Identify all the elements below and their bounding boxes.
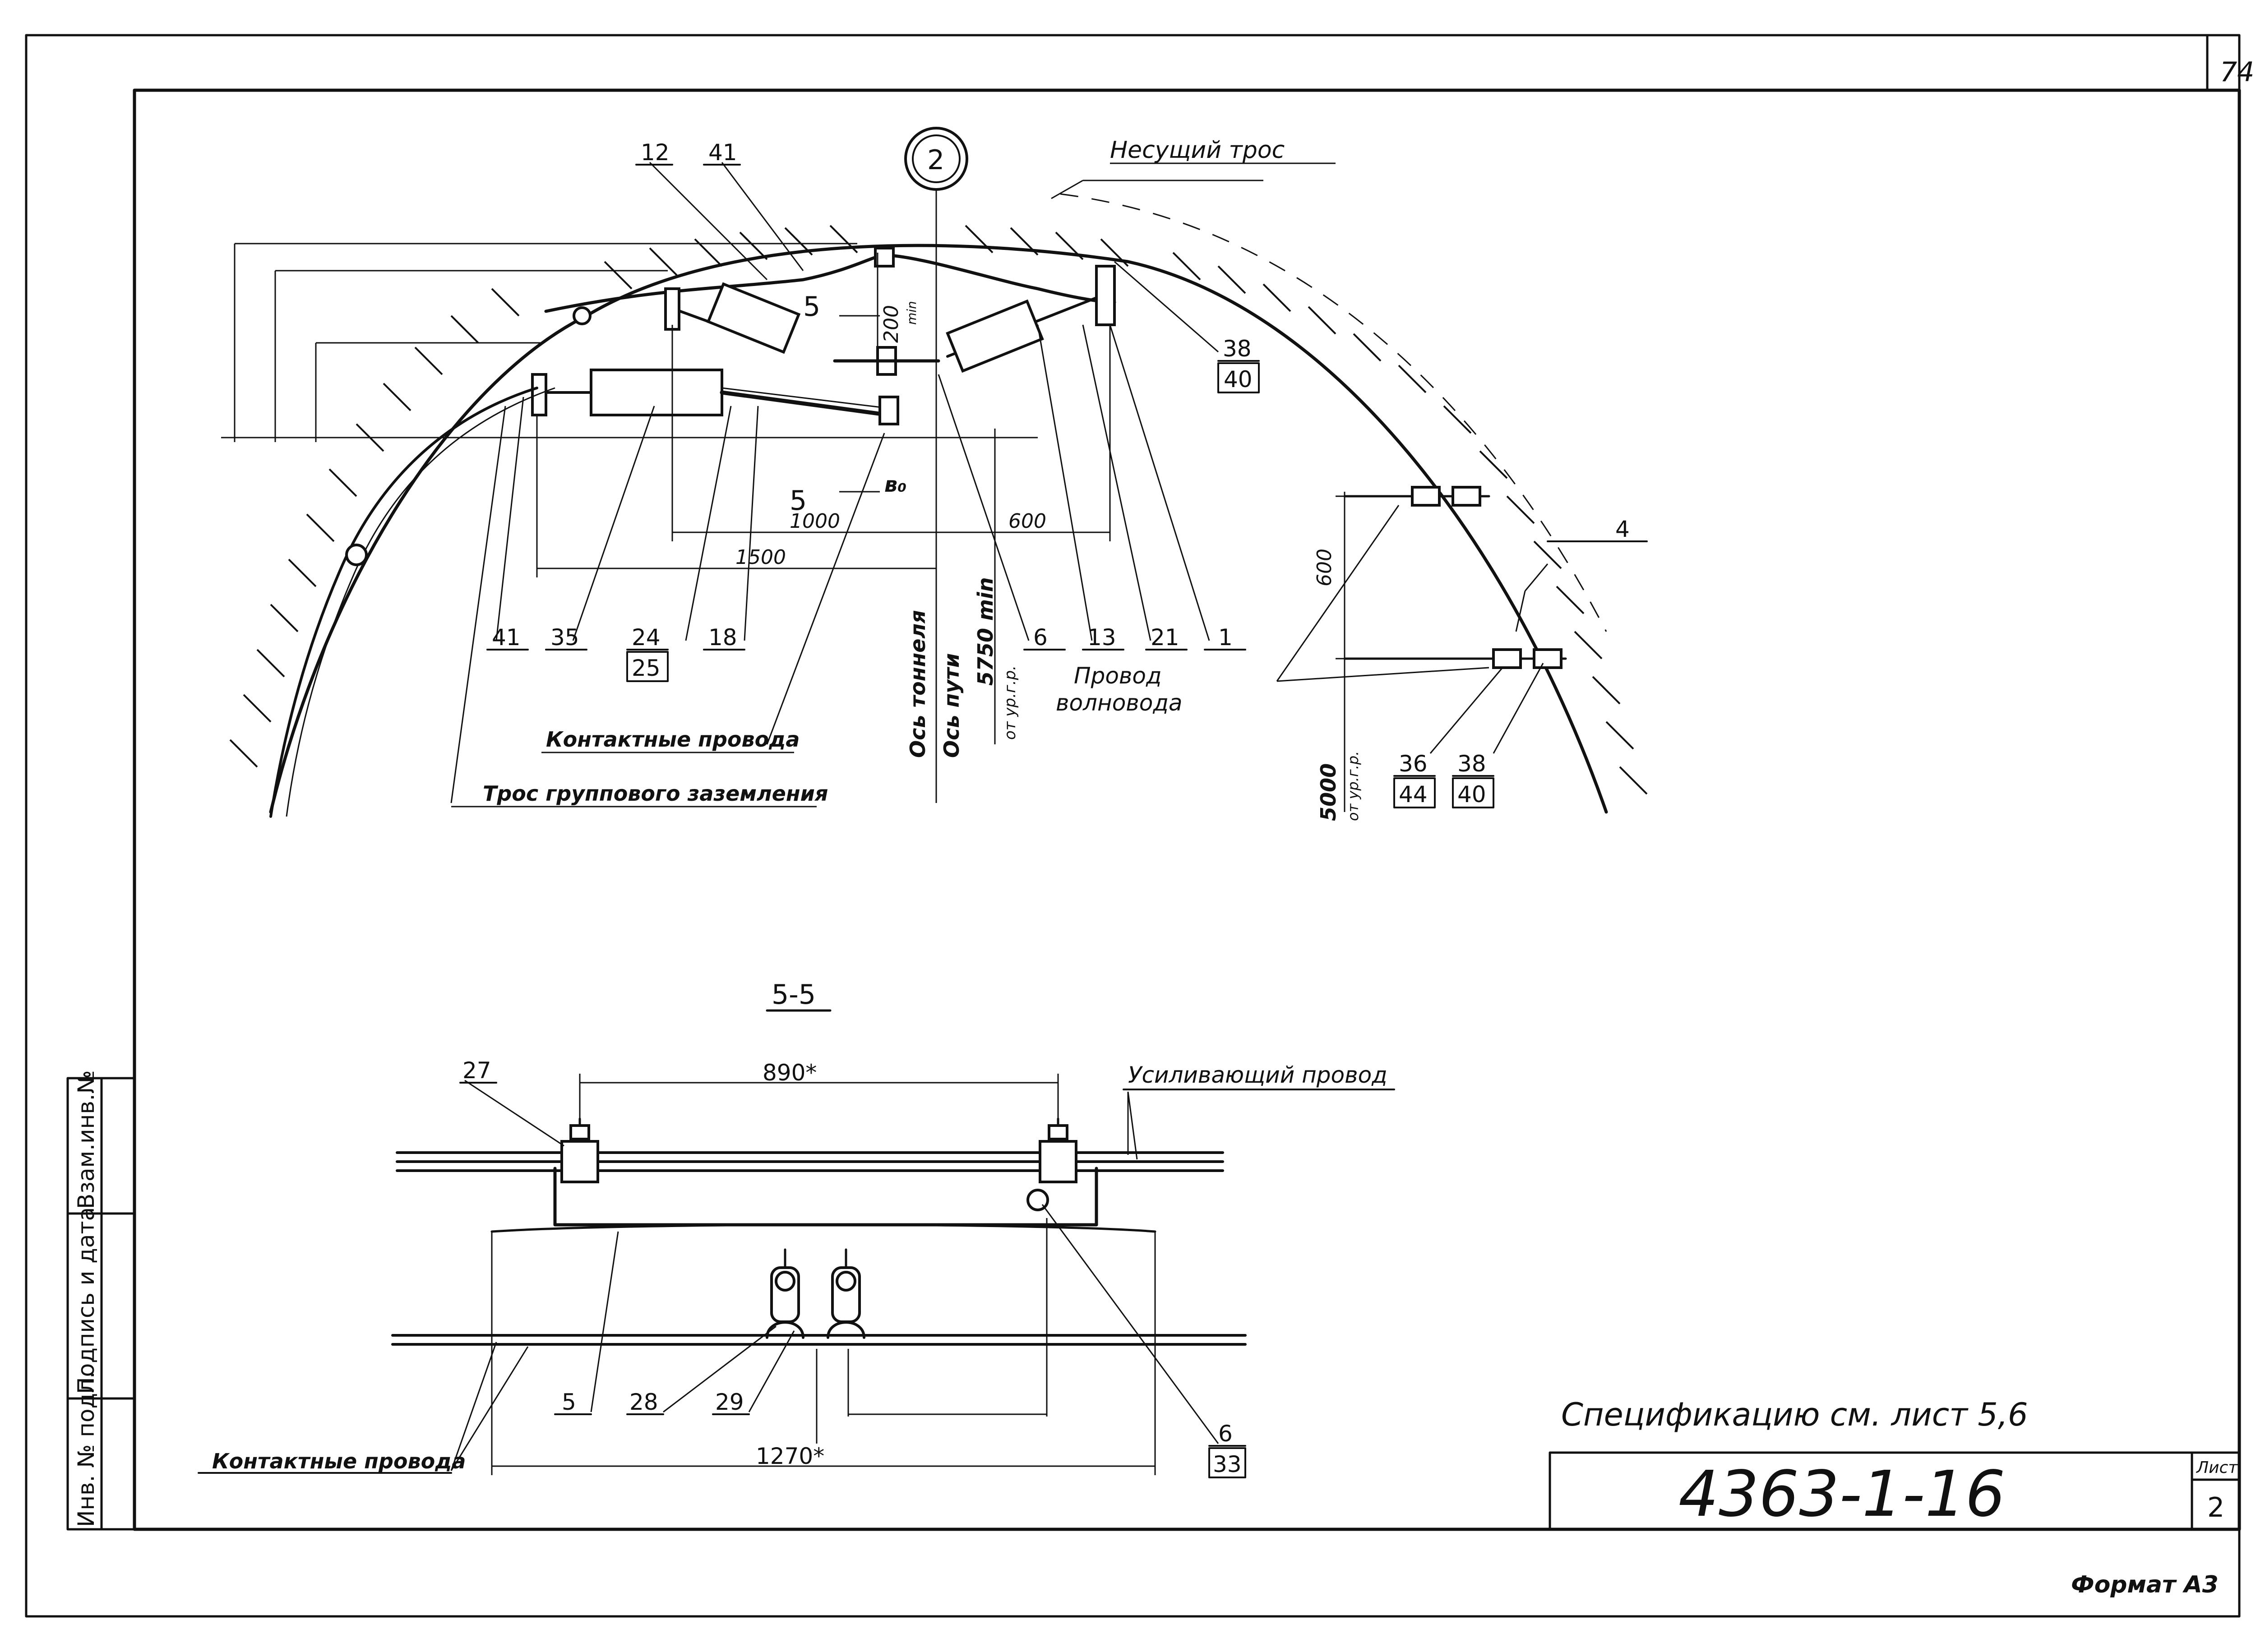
callout-boxes: [626, 362, 1494, 808]
position-40: 40: [1224, 366, 1253, 392]
position-13: 13: [1087, 624, 1116, 651]
height-5000-label: 5000: [1316, 763, 1341, 821]
insulator-upper-right: [946, 296, 1098, 373]
height-5750-sub: от ур.г.р.: [1001, 665, 1019, 740]
reinforcing-clamp-left: [560, 1117, 599, 1183]
position-35: 35: [550, 624, 579, 651]
position-12: 12: [641, 139, 670, 166]
sheet-label: Лист: [2196, 1458, 2238, 1477]
position-33: 33: [1213, 1451, 1242, 1477]
ground-cable: [269, 387, 538, 818]
dim-b0: в₀: [884, 472, 906, 497]
contact-wires-section-label: Контактные провода: [212, 1449, 466, 1473]
format-label: Формат А3: [2071, 1571, 2219, 1598]
section-dimensions: [491, 1074, 1156, 1475]
insulator-lower: [540, 369, 891, 417]
dim-600-vertical: 600: [1313, 549, 1336, 586]
position-40-right: 40: [1457, 781, 1486, 808]
sheet-number: 2: [2207, 1492, 2224, 1523]
position-24: 24: [632, 624, 661, 651]
tunnel-vault-hatch: [229, 225, 1648, 795]
title-block: 4363-1-16 Лист 2 Спецификацию см. лист 5…: [1549, 1396, 2241, 1598]
specification-note: Спецификацию см. лист 5,6: [1561, 1396, 2028, 1433]
carrier-cable: [544, 253, 1116, 313]
position-21: 21: [1151, 624, 1179, 651]
dim-200-sub: min: [904, 301, 919, 325]
dim-1500: 1500: [735, 546, 786, 569]
section-title: 5-5: [772, 979, 816, 1011]
tunnel-outer-dash: [1060, 193, 1607, 632]
reinforcing-wire-label: Усиливающий провод: [1128, 1062, 1387, 1088]
sign-date-label: Подпись и дата: [73, 1207, 99, 1394]
section-leaders: [450, 1080, 1219, 1471]
document-code: 4363-1-16: [1678, 1458, 2006, 1531]
tunnel-axis-label: Ось тоннеля: [906, 610, 930, 758]
ground-clamp: [345, 544, 368, 566]
sheet-frame: 74: [25, 34, 2254, 1618]
section-mark-lower: 5: [790, 485, 807, 517]
dim-890: 890*: [763, 1060, 817, 1086]
height-5750-label: 5750 min: [973, 577, 998, 686]
dimension-lines: [536, 253, 1111, 577]
inv-no-label: Инв. № подл.: [73, 1371, 99, 1527]
position-36: 36: [1399, 751, 1428, 777]
section-5-5-view: 5-5: [198, 979, 1395, 1478]
reinforcing-clamp-right: [1026, 1117, 1077, 1211]
ground-cable-label: Трос группового заземления: [483, 781, 828, 806]
track-axis-label: Ось пути: [939, 653, 964, 758]
left-level-lines: [221, 243, 1038, 442]
dim-600-horizontal: 600: [1008, 510, 1046, 533]
insulator-upper-left: [666, 282, 801, 354]
page-number: 74: [2220, 56, 2254, 88]
section-mark-upper: 5: [803, 291, 820, 323]
carrier-cable-label: Несущий трос: [1110, 137, 1285, 164]
side-stamp: Инв. № подл. Подпись и дата Взам.инв.№: [66, 1070, 136, 1531]
dim-1270: 1270*: [756, 1443, 824, 1469]
position-27: 27: [462, 1057, 491, 1084]
position-44: 44: [1399, 781, 1428, 808]
dim-200: 200: [880, 305, 903, 343]
reinforcing-wires: [396, 1151, 1224, 1172]
position-5: 5: [562, 1389, 576, 1415]
dim-1000: 1000: [790, 510, 840, 533]
tunnel-section-view: 2 Ось тоннеля Ось пути 5750 min от ур.г.…: [221, 127, 1648, 821]
node-marker: 2: [904, 127, 968, 191]
waveguide-wires: [1336, 486, 1567, 812]
position-41-top: 41: [708, 139, 737, 166]
ground-clamp: [573, 306, 592, 325]
section-callout-underlines: [198, 1082, 1395, 1478]
position-38-right: 38: [1457, 751, 1486, 777]
waveguide-label-line1: Провод: [1074, 663, 1162, 689]
position-6: 6: [1033, 624, 1048, 651]
tunnel-vault: [269, 244, 1608, 814]
position-18: 18: [708, 624, 737, 651]
callout-underlines: [486, 164, 1648, 777]
height-5000-sub: от ур.г.р.: [1345, 751, 1362, 821]
position-1: 1: [1218, 624, 1233, 651]
contact-clamp-left: [766, 1248, 804, 1339]
position-25: 25: [632, 655, 661, 681]
leader-lines: [450, 162, 1549, 803]
position-4: 4: [1615, 516, 1630, 542]
position-29: 29: [715, 1389, 744, 1415]
contact-wires-label: Контактные провода: [546, 727, 800, 752]
position-6-section: 6: [1218, 1421, 1233, 1447]
bracket-plate: [553, 1167, 1098, 1227]
position-28: 28: [629, 1389, 658, 1415]
position-38: 38: [1223, 336, 1252, 362]
contact-clamp-right: [827, 1248, 865, 1339]
svg-text:2: 2: [927, 144, 944, 176]
waveguide-label-line2: волновода: [1056, 690, 1183, 716]
position-41-bottom: 41: [492, 624, 521, 651]
replace-inv-label: Взам.инв.№: [73, 1070, 99, 1209]
contact-wires-55: [391, 1334, 1247, 1346]
